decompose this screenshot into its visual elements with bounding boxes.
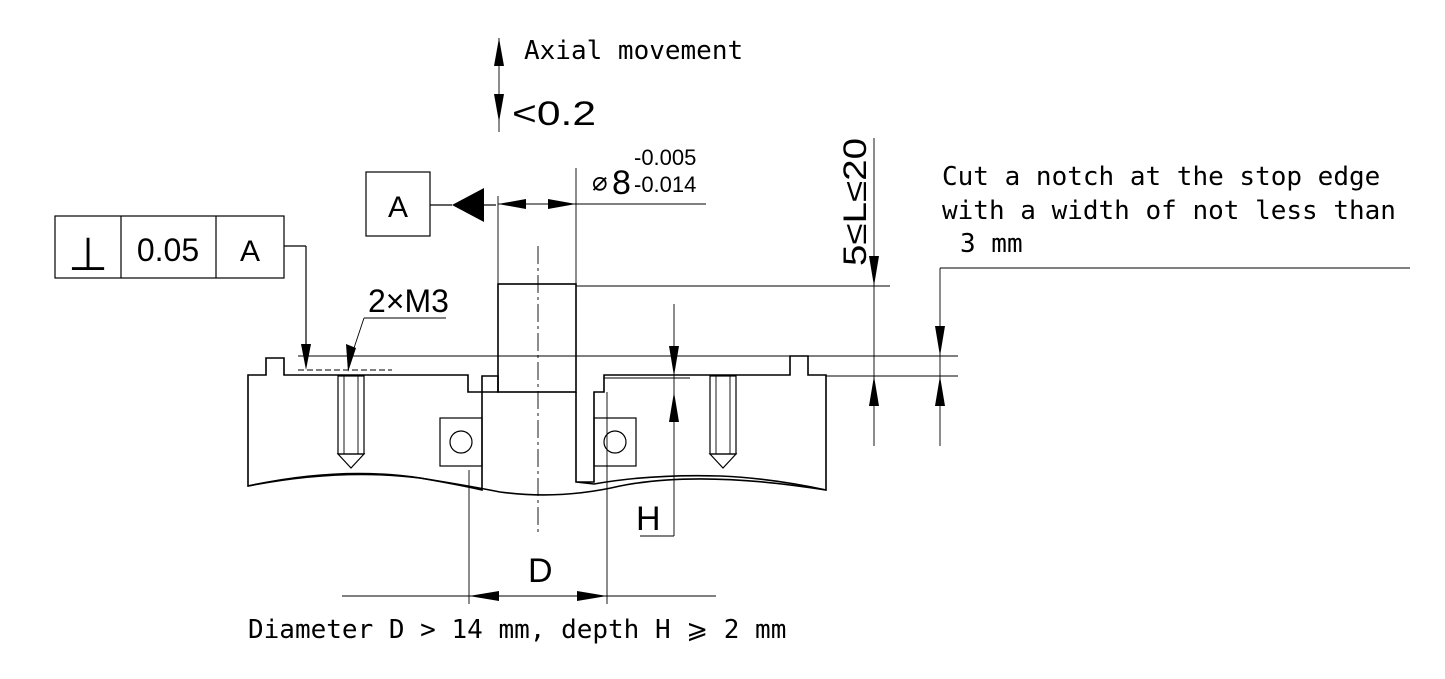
left-bearing	[439, 417, 483, 467]
shaft	[497, 283, 577, 393]
datum-a-symbol: A	[365, 171, 496, 237]
left-threaded-hole	[337, 375, 365, 455]
datum-triangle	[452, 188, 484, 222]
diameter-nominal: 8	[612, 164, 631, 202]
thread-label: 2×M3	[368, 283, 449, 319]
h-label: H	[636, 500, 661, 538]
datum-a-letter: A	[388, 191, 408, 224]
fcf-tolerance: 0.05	[137, 232, 199, 268]
left-bearing-ball	[449, 430, 473, 454]
diameter-lower-tolerance: -0.014	[634, 172, 696, 197]
notch-note-line3: 3 mm	[960, 229, 1023, 259]
right-bearing	[593, 417, 637, 467]
axial-movement-value: <0.2	[512, 95, 596, 133]
perpendicularity-symbol: ⊥	[68, 228, 108, 280]
right-housing	[575, 355, 827, 491]
notch-note: Cut a notch at the stop edge with a widt…	[780, 162, 1410, 446]
h-dimension: H	[636, 304, 679, 538]
length-range-dimension: 5≤L≤20	[576, 138, 890, 446]
notch-note-line1: Cut a notch at the stop edge	[942, 162, 1380, 192]
d-dimension: D	[342, 392, 716, 604]
left-housing	[247, 357, 499, 492]
shaft-diameter-dimension: ⌀ 8 -0.005 -0.014	[497, 145, 706, 284]
fcf-datum: A	[240, 235, 260, 268]
diameter-symbol: ⌀	[592, 169, 608, 199]
right-bearing-ball	[603, 430, 627, 454]
thread-callout: 2×M3	[346, 283, 449, 372]
length-range-label: 5≤L≤20	[837, 138, 873, 266]
d-label: D	[528, 552, 553, 590]
break-line	[247, 472, 827, 496]
axial-movement-callout: Axial movement <0.2	[494, 36, 743, 133]
notch-note-line2: with a width of not less than	[942, 196, 1396, 226]
axial-movement-label: Axial movement	[524, 36, 743, 66]
bottom-note: Diameter D > 14 mm, depth H ⩾ 2 mm	[248, 615, 786, 645]
feature-control-frame: ⊥ 0.05 A	[54, 215, 311, 370]
part-section	[247, 246, 827, 536]
diameter-upper-tolerance: -0.005	[634, 145, 696, 170]
right-threaded-hole	[709, 375, 737, 455]
